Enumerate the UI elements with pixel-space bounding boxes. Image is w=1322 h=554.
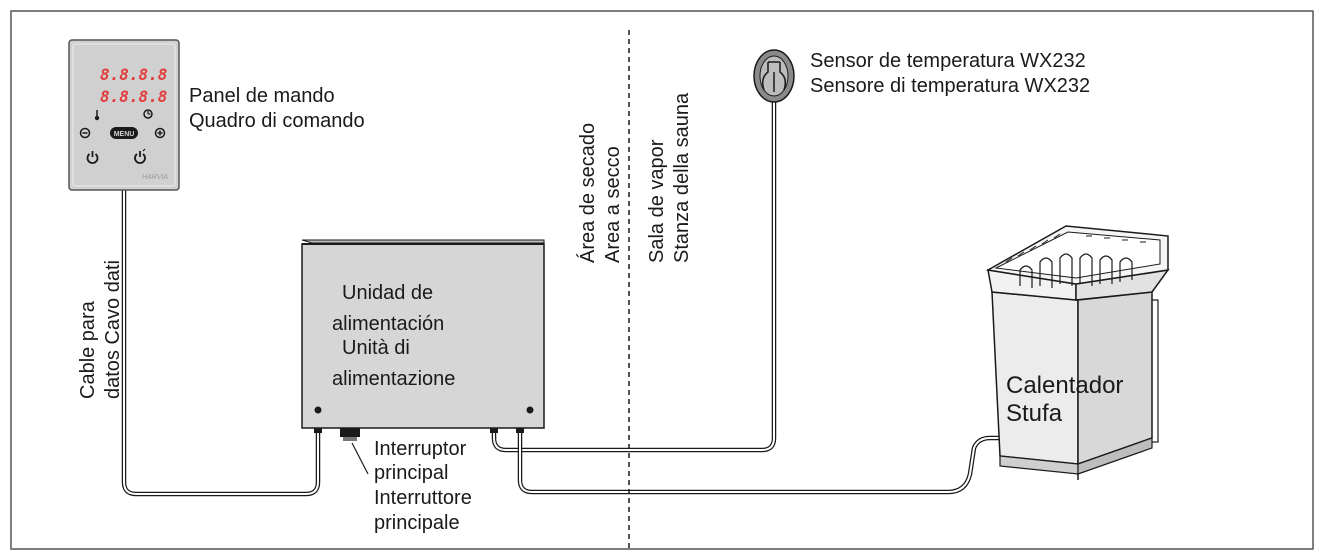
main-switch-leader <box>351 442 369 475</box>
main-switch-label-line1: Interruptor <box>374 438 467 460</box>
dry-area-label-it: Area a secco <box>602 146 624 263</box>
sensor-label: Sensor de temperatura WX232 Sensore di t… <box>810 50 1090 97</box>
steam-room-label-es: Sala de vapor <box>646 139 668 263</box>
data-cable-label: Cable para datos Cavo dati <box>77 260 124 399</box>
panel-brand: HARVIA <box>142 174 168 181</box>
data-cable-label-line1: Cable para <box>77 300 99 399</box>
clock-icon <box>143 109 153 119</box>
power-unit-label-line2: alimentación <box>332 313 444 335</box>
temperature-sensor <box>753 49 795 103</box>
power-unit-label-line3: Unità di <box>342 337 410 359</box>
panel-display-bottom: 8.8.8.8 <box>100 87 167 106</box>
sensor-label-it: Sensore di temperatura WX232 <box>810 75 1090 97</box>
power-unit <box>301 239 545 441</box>
data-cable-label-line2: datos Cavo dati <box>102 260 124 399</box>
menu-button <box>110 127 138 139</box>
steam-room-label-it: Stanza della sauna <box>671 92 693 263</box>
dry-area-label: Área de secado Area a secco <box>576 123 624 263</box>
panel-label-es: Panel de mando <box>189 85 335 107</box>
heater-label-it: Stufa <box>1006 400 1063 427</box>
main-switch-label: Interruptor principal Interruttore princ… <box>374 438 472 534</box>
sensor-label-es: Sensor de temperatura WX232 <box>810 50 1086 72</box>
power-icon <box>86 151 99 164</box>
heater <box>985 225 1170 480</box>
minus-icon <box>79 127 91 139</box>
thermometer-icon <box>94 110 100 121</box>
heater-label-es: Calentador <box>1006 372 1123 399</box>
main-switch-label-line4: principale <box>374 512 460 534</box>
light-icon <box>134 148 146 164</box>
power-unit-label-line1: Unidad de <box>342 282 433 304</box>
plus-icon <box>154 127 166 139</box>
power-unit-label: Unidad de alimentación Unità di alimenta… <box>332 282 455 390</box>
heater-label: Calentador Stufa <box>1006 372 1123 427</box>
main-switch-label-line3: Interruttore <box>374 487 472 509</box>
panel-label: Panel de mando Quadro di comando <box>189 85 365 132</box>
panel-display-top: 8.8.8.8 <box>100 65 167 84</box>
steam-room-label: Sala de vapor Stanza della sauna <box>646 92 693 263</box>
power-unit-screw-right <box>526 406 534 414</box>
control-panel: 8.8.8.8 8.8.8.8 MENU <box>68 39 180 191</box>
panel-label-it: Quadro di comando <box>189 110 365 132</box>
main-switch-label-line2: principal <box>374 462 448 484</box>
power-unit-screw-left <box>314 406 322 414</box>
main-switch <box>340 428 360 441</box>
menu-button-label: MENU <box>114 131 135 138</box>
dry-area-label-es: Área de secado <box>576 123 599 263</box>
power-unit-label-line4: alimentazione <box>332 368 455 390</box>
cables <box>121 97 1001 497</box>
